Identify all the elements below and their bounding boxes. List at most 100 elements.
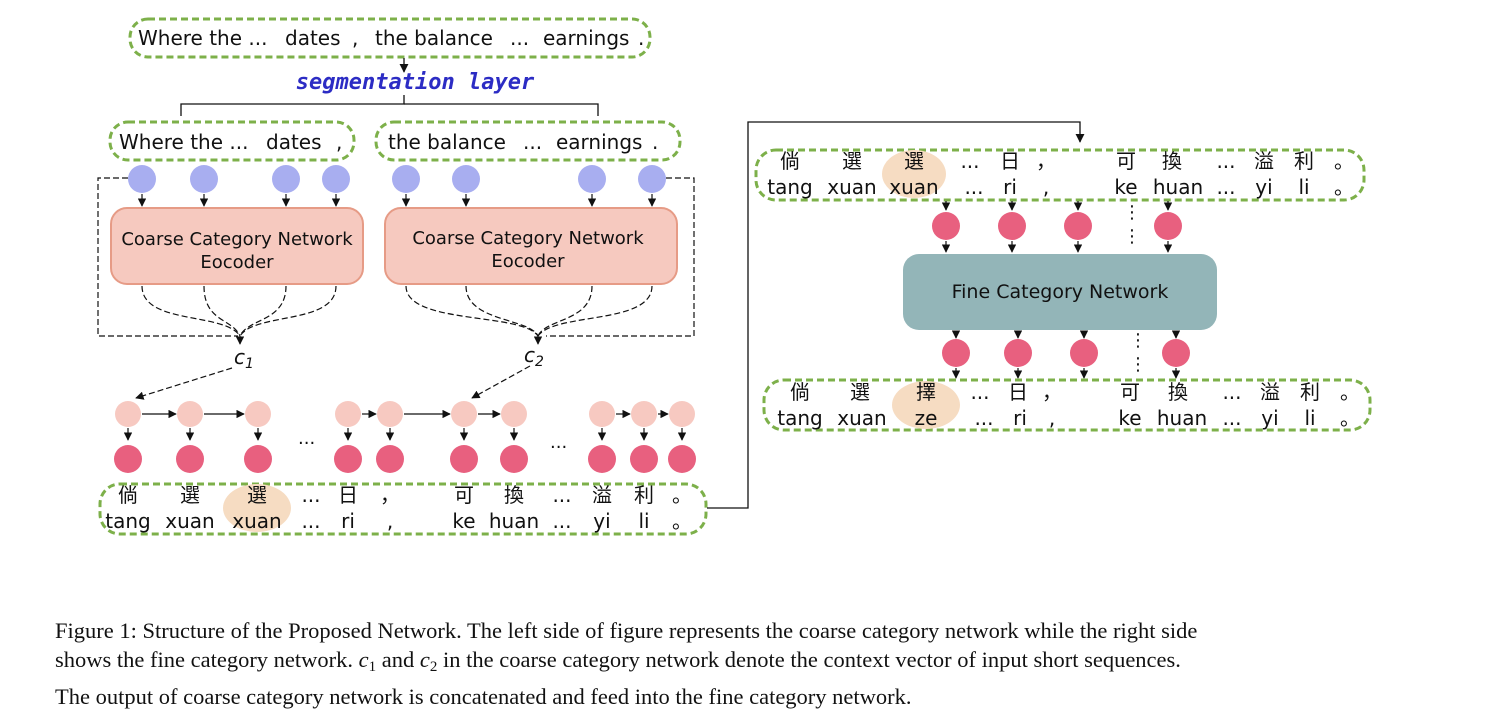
chinese-char: ， — [380, 483, 400, 507]
fine-input-arrows — [941, 201, 1173, 211]
segmentation-layer-label: segmentation layer — [296, 70, 535, 95]
chinese-char: 溢 — [1254, 149, 1274, 173]
chinese-char: 換 — [1162, 149, 1182, 173]
pinyin-word: huan — [1153, 175, 1203, 199]
pinyin-word: ... — [964, 175, 983, 199]
segmentation-bracket — [180, 95, 405, 116]
pinyin-word: , — [1043, 175, 1049, 199]
input-node — [638, 165, 666, 193]
chinese-char: ， — [1042, 380, 1062, 404]
segment-word: ... — [523, 130, 542, 154]
figure-caption: Figure 1: Structure of the Proposed Netw… — [55, 616, 1445, 711]
segment-word: . — [652, 130, 658, 154]
chinese-char: 倘 — [118, 483, 138, 507]
top-sentence-word: dates — [285, 26, 341, 50]
input-node — [392, 165, 420, 193]
pinyin-word: li — [638, 509, 649, 533]
decoder-vertical-arrows — [123, 428, 687, 441]
pinyin-word: xuan — [165, 509, 214, 533]
chinese-char: ... — [960, 149, 979, 173]
pinyin-word: ... — [1216, 175, 1235, 199]
pinyin-word: yi — [1255, 175, 1272, 199]
pinyin-word: ke — [1114, 175, 1137, 199]
vertical-ellipsis: ⋮ — [1123, 202, 1141, 223]
top-sentence-word: earnings — [543, 26, 629, 50]
segment-box-right — [374, 120, 682, 162]
top-sentence-word: , — [352, 26, 358, 50]
segment-word: earnings — [556, 130, 642, 154]
top-sentence-word: ... — [510, 26, 529, 50]
pinyin-word: ri — [1013, 406, 1027, 430]
pinyin-word: ri — [1003, 175, 1017, 199]
chinese-char: 擇 — [916, 380, 936, 404]
top-sentence-word: . — [638, 26, 644, 50]
context-arrow — [471, 365, 531, 399]
fine-input-nodes — [932, 212, 1182, 240]
coarse-encoder-label: Eocoder — [491, 251, 565, 272]
chinese-char: 可 — [1120, 380, 1140, 404]
pinyin-word: ... — [301, 509, 320, 533]
fine-input-pinyin-row: tang xuan xuan ... ri , ke huan ... yi l… — [767, 175, 1354, 199]
pinyin-word: xuan — [889, 175, 938, 199]
segmentation-bracket — [404, 103, 599, 116]
pinyin-word: huan — [489, 509, 539, 533]
pinyin-word: , — [1049, 406, 1055, 430]
chinese-char: ... — [301, 483, 320, 507]
fine-input-arrows — [941, 241, 1173, 253]
coarse-output-pinyin-row: tang xuan xuan ... ri , ke huan ... yi l… — [105, 509, 692, 533]
fine-output-chinese-row: 倘 選 擇 ... 日 ， 可 換 ... 溢 利 。 — [790, 380, 1360, 404]
chinese-char: ... — [1222, 380, 1241, 404]
chinese-char: 倘 — [780, 149, 800, 173]
chinese-char: 選 — [180, 483, 200, 507]
input-node — [322, 165, 350, 193]
pinyin-word: ke — [1118, 406, 1141, 430]
pinyin-word: ke — [452, 509, 475, 533]
chinese-char: ... — [970, 380, 989, 404]
chinese-char: 選 — [904, 149, 924, 173]
chinese-char: 。 — [672, 483, 692, 507]
input-node — [128, 165, 156, 193]
coarse-encoder-label: Eocoder — [200, 252, 274, 273]
concat-connector — [707, 121, 1085, 509]
chinese-char: 倘 — [790, 380, 810, 404]
pinyin-word: yi — [1261, 406, 1278, 430]
chinese-char: 選 — [850, 380, 870, 404]
coarse-output-chinese-row: 倘 選 選 ... 日 ， 可 換 ... 溢 利 。 — [118, 483, 692, 507]
fine-output-arrows — [951, 368, 1181, 379]
coarse-encoder-box-right — [384, 207, 678, 285]
pinyin-word: 。 — [1340, 406, 1360, 430]
chinese-char: 日 — [1000, 149, 1020, 173]
caption-text: shows the fine category network. — [55, 647, 359, 672]
input-arrows — [137, 194, 657, 207]
caption-line: shows the fine category network. c1 and … — [55, 645, 1445, 682]
chinese-char: 可 — [1116, 149, 1136, 173]
network-diagram: Where the ... dates , the balance ... ea… — [97, 17, 1372, 536]
caption-c2: c2 — [419, 647, 438, 675]
skip-connection-left — [97, 177, 238, 337]
fine-input-box — [754, 148, 1366, 202]
segment-box-left — [108, 120, 356, 162]
top-sentence-word: the balance — [375, 26, 493, 50]
fine-output-pinyin-row: tang xuan ze ... ri , ke huan ... yi li … — [777, 406, 1360, 430]
caption-line: Figure 1: Structure of the Proposed Netw… — [55, 618, 1198, 643]
caption-line: The output of coarse category network is… — [55, 684, 912, 709]
chinese-char: 利 — [1294, 149, 1314, 173]
chinese-char: 利 — [634, 483, 654, 507]
pinyin-word: li — [1298, 175, 1309, 199]
top-sentence-word: Where the ... — [138, 26, 267, 50]
pinyin-word: 。 — [672, 509, 692, 533]
chinese-char: 可 — [454, 483, 474, 507]
decoder-ellipsis: ... — [550, 432, 567, 453]
chinese-char: 溢 — [592, 483, 612, 507]
fine-network-label: Fine Category Network — [952, 281, 1169, 303]
chinese-char: 日 — [338, 483, 358, 507]
input-node — [578, 165, 606, 193]
caption-c1: c1 — [358, 647, 377, 675]
context-vector-c1: c1 — [234, 345, 254, 372]
vertical-ellipsis: ⋮ — [1129, 354, 1147, 375]
pinyin-word: ... — [1222, 406, 1241, 430]
pinyin-word: xuan — [827, 175, 876, 199]
fine-input-chinese-row: 倘 選 選 ... 日 ， 可 換 ... 溢 利 。 — [780, 149, 1354, 173]
context-vector-c2: c2 — [524, 343, 544, 370]
pinyin-word: huan — [1157, 406, 1207, 430]
